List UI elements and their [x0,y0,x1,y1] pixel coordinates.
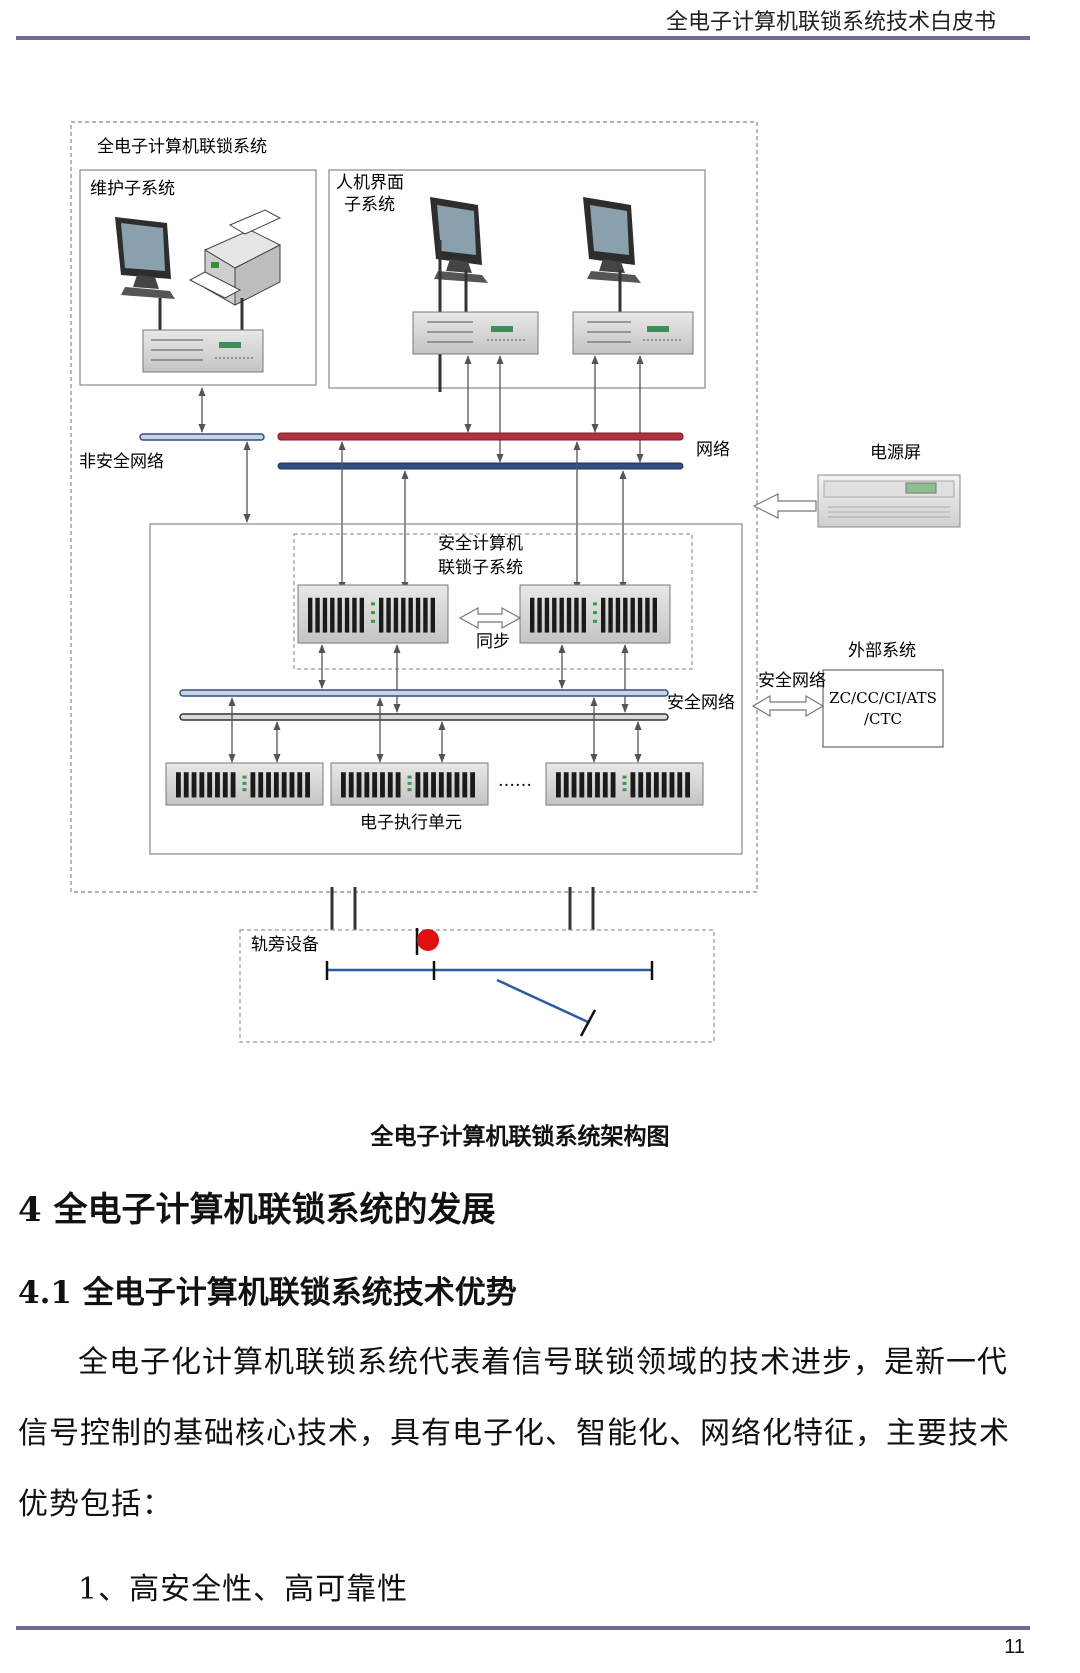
footer-rule [16,1626,1030,1630]
sync-label: 同步 [476,632,510,652]
safety-subsystem-label-line2: 联锁子系统 [438,558,523,578]
maintenance-monitor-icon [115,217,175,299]
external-system-label: 外部系统 [848,641,916,661]
execution-unit-n [545,762,704,806]
non-safety-network-bar [139,433,265,441]
hmi-server-icon-1 [412,311,539,355]
hmi-subsystem-label-line1: 人机界面 [336,173,404,193]
subsection-heading: 4.1 全电子计算机联锁系统技术优势 [18,1275,517,1311]
body-paragraph: 全电子化计算机联锁系统代表着信号联锁领域的技术进步，是新一代信号控制的基础核心技… [18,1345,1010,1522]
hmi-monitor-icon-1 [430,197,488,283]
network-bar-red [277,432,684,441]
network-bar-blue [277,462,684,470]
list-item-1: 1、高安全性、高可靠性 [78,1572,409,1607]
external-link-label: 安全网络 [758,671,826,691]
safety-server-b [519,584,671,644]
trackside-box [239,929,715,1043]
signal-light [417,929,439,951]
running-header-title: 全电子计算机联锁系统技术白皮书 [665,10,996,35]
track-diagram [327,968,652,1024]
sync-arrow [458,606,522,630]
network-label: 网络 [696,440,730,460]
safety-server-a [297,584,449,644]
external-link-arrow [751,694,825,718]
trackside-label: 轨旁设备 [251,935,319,955]
safety-subsystem-label-line1: 安全计算机 [438,534,523,554]
execution-unit-1 [165,762,324,806]
page-number: 11 [1004,1636,1025,1658]
maintenance-server-icon [142,329,264,373]
hmi-server-icon-2 [572,311,694,355]
printer-icon [188,209,282,306]
ellipsis-label: …… [498,771,532,791]
power-panel-icon [817,474,961,528]
external-system-box [822,669,944,748]
external-system-line2: /CTC [864,710,902,728]
safety-container-box [149,523,743,855]
safety-network-bar-2 [179,713,669,721]
non-safety-network-label: 非安全网络 [79,452,164,472]
external-system-line1: ZC/CC/CI/ATS [829,689,937,707]
section-heading: 4 全电子计算机联锁系统的发展 [18,1190,496,1230]
figure-caption: 全电子计算机联锁系统架构图 [370,1123,670,1150]
architecture-diagram: 全电子计算机联锁系统 维护子系统 人机界面 子系统 [70,121,961,1043]
safety-network-label: 安全网络 [667,693,735,713]
safety-subsystem-box [293,533,693,670]
execution-units-label: 电子执行单元 [360,813,462,833]
hmi-subsystem-label-line2: 子系统 [344,195,395,215]
maintenance-subsystem-label: 维护子系统 [90,179,175,199]
power-arrow [752,493,817,519]
safety-network-bar-1 [179,689,669,697]
power-panel-label: 电源屏 [870,443,921,463]
hmi-monitor-icon-2 [583,197,641,283]
outer-system-label: 全电子计算机联锁系统 [97,137,267,157]
execution-unit-2 [330,762,489,806]
header-rule [16,36,1030,40]
